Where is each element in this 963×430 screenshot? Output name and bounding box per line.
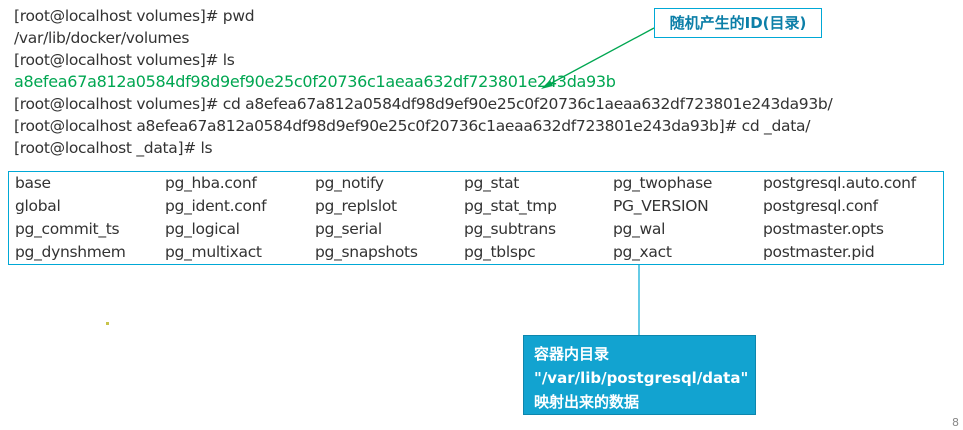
ls-entry: postgresql.conf: [763, 197, 878, 215]
ls-entry: pg_logical: [165, 220, 240, 238]
ls-entry: pg_commit_ts: [15, 220, 120, 238]
ls-row: pg_dynshmem pg_multixact pg_snapshots pg…: [15, 241, 875, 264]
ls-row: base pg_hba.conf pg_notify pg_stat pg_tw…: [15, 172, 916, 195]
ls-entry: global: [15, 197, 61, 215]
ls-entry: pg_ident.conf: [165, 197, 267, 215]
ls-row: global pg_ident.conf pg_replslot pg_stat…: [15, 195, 878, 218]
callout-line: 映射出来的数据: [534, 393, 640, 411]
ls-entry: pg_twophase: [613, 174, 713, 192]
terminal-line: [root@localhost _data]# ls: [14, 139, 213, 157]
ls-entry: pg_hba.conf: [165, 174, 257, 192]
terminal-line: [root@localhost volumes]# pwd: [14, 7, 255, 25]
terminal-line: [root@localhost volumes]# ls: [14, 51, 235, 69]
ls-entry: pg_dynshmem: [15, 243, 126, 261]
random-id-callout: 随机产生的ID(目录): [654, 8, 822, 38]
arrow-head-icon: [541, 80, 553, 89]
ls-entry: pg_wal: [613, 220, 666, 238]
ls-entry: postmaster.opts: [763, 220, 884, 238]
ls-entry: pg_multixact: [165, 243, 262, 261]
terminal-line: [root@localhost volumes]# cd a8efea67a81…: [14, 95, 833, 113]
ls-entry: postmaster.pid: [763, 243, 875, 261]
ls-entry: pg_snapshots: [315, 243, 418, 261]
ls-entry: PG_VERSION: [613, 197, 709, 215]
ls-entry: pg_notify: [315, 174, 384, 192]
ls-output-box: base pg_hba.conf pg_notify pg_stat pg_tw…: [8, 171, 944, 265]
ls-row: pg_commit_ts pg_logical pg_serial pg_sub…: [15, 218, 884, 241]
ls-entry: pg_replslot: [315, 197, 397, 215]
id-callout-arrow: [545, 27, 655, 87]
page-number: 8: [952, 416, 959, 429]
terminal-line: [root@localhost a8efea67a812a0584df98d9e…: [14, 117, 811, 135]
ls-entry: pg_serial: [315, 220, 382, 238]
ls-entry: base: [15, 174, 51, 192]
ls-entry: pg_tblspc: [464, 243, 536, 261]
mapped-dir-callout: 容器内目录 "/var/lib/postgresql/data" 映射出来的数据: [523, 335, 756, 415]
ls-entry: pg_stat: [464, 174, 520, 192]
ls-entry: pg_subtrans: [464, 220, 556, 238]
ls-entry: pg_xact: [613, 243, 672, 261]
ls-entry: postgresql.auto.conf: [763, 174, 916, 192]
volume-id-line: a8efea67a812a0584df98d9ef90e25c0f20736c1…: [14, 72, 616, 91]
ls-entry: pg_stat_tmp: [464, 197, 557, 215]
terminal-line: /var/lib/docker/volumes: [14, 29, 190, 47]
decorative-dot: [106, 322, 109, 325]
terminal-output: [root@localhost volumes]# pwd /var/lib/d…: [14, 5, 959, 159]
callout-line: 容器内目录: [534, 345, 610, 363]
callout-line: "/var/lib/postgresql/data": [534, 369, 749, 387]
